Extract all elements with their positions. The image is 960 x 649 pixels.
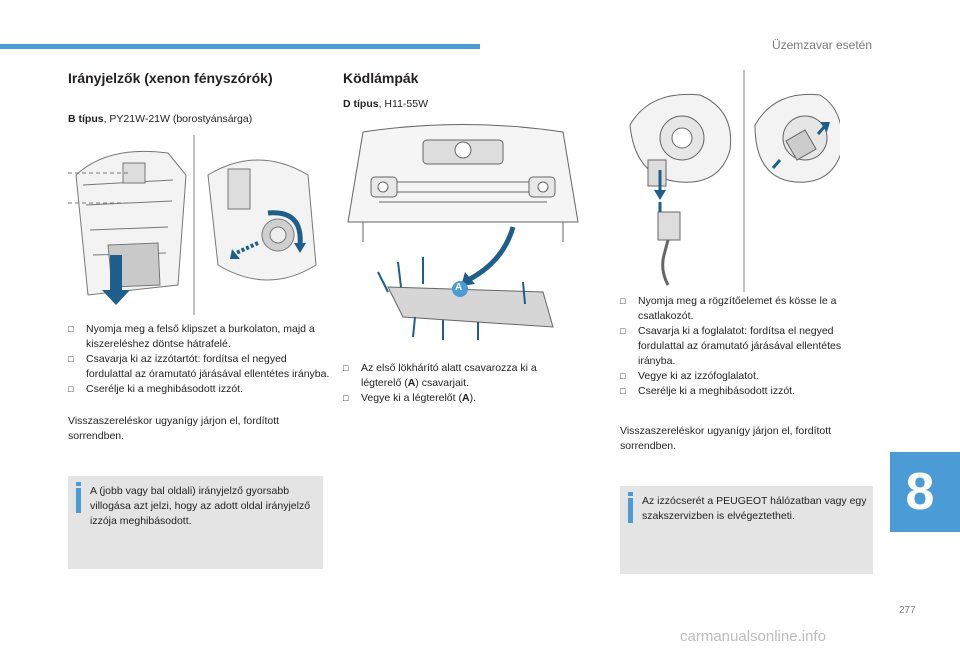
middle-subtitle-bulb: , H11-55W <box>378 98 428 110</box>
left-step: Cserélje ki a meghibásodott izzót. <box>68 382 330 397</box>
left-info-text: A (jobb vagy bal oldali) irányjelző gyor… <box>90 485 311 527</box>
chapter-tab: 8 <box>890 452 960 532</box>
middle-step1-end: ) csavarjait. <box>415 377 469 389</box>
left-steps: Nyomja meg a felső klipszet a burkolaton… <box>68 322 330 397</box>
header-accent-bar <box>0 44 480 49</box>
right-step: Nyomja meg a rögzítőelemet és kösse le a… <box>620 294 875 324</box>
info-icon-bar <box>76 488 81 513</box>
left-info-box: A (jobb vagy bal oldali) irányjelző gyor… <box>68 476 323 569</box>
middle-steps: Az első lökhárító alatt csavarozza ki a … <box>343 361 578 406</box>
left-heading: Irányjelzők (xenon fényszórók) <box>68 70 273 86</box>
middle-step: Vegye ki a légterelőt (A). <box>343 391 578 406</box>
middle-step2-text: Vegye ki a légterelőt ( <box>361 392 462 404</box>
info-icon <box>76 482 81 486</box>
page-number: 277 <box>899 605 916 616</box>
turn-signal-illustration <box>68 135 322 315</box>
right-step: Cserélje ki a meghibásodott izzót. <box>620 384 875 399</box>
right-step: Vegye ki az izzófoglalatot. <box>620 369 875 384</box>
section-title: Üzemzavar esetén <box>771 38 872 52</box>
middle-step: Az első lökhárító alatt csavarozza ki a … <box>343 361 578 391</box>
middle-step2-ref: A <box>461 392 470 404</box>
fog-lamp-deflector-illustration: A <box>343 122 583 342</box>
left-subtitle-bulb: , PY21W-21W (borostyánsárga) <box>103 113 253 125</box>
right-info-box: Az izzócserét a PEUGEOT hálózatban vagy … <box>620 486 873 574</box>
right-steps: Nyomja meg a rögzítőelemet és kösse le a… <box>620 294 875 399</box>
middle-subtitle: D típus, H11-55W <box>343 98 428 110</box>
fog-lamp-bulb-illustration <box>620 70 840 292</box>
right-step: Csavarja ki a foglalatot: fordítsa el ne… <box>620 324 875 369</box>
watermark: carmanualsonline.info <box>680 628 826 645</box>
left-subtitle: B típus, PY21W-21W (borostyánsárga) <box>68 113 252 125</box>
figure-label-a: A <box>455 282 463 293</box>
info-icon-bar <box>628 498 633 523</box>
left-step: Nyomja meg a felső klipszet a burkolaton… <box>68 322 330 352</box>
middle-step2-end: ). <box>469 392 476 404</box>
middle-subtitle-type: D típus <box>343 98 379 110</box>
middle-heading: Ködlámpák <box>343 70 419 86</box>
left-step: Csavarja ki az izzótartót: fordítsa el n… <box>68 352 330 382</box>
left-subtitle-type: B típus <box>68 113 104 125</box>
right-reassembly: Visszaszereléskor ugyanígy járjon el, fo… <box>620 425 832 452</box>
middle-step1-ref: A <box>407 377 416 389</box>
middle-step1-text: Az első lökhárító alatt csavarozza ki a … <box>361 362 537 389</box>
right-info-text: Az izzócserét a PEUGEOT hálózatban vagy … <box>642 495 867 522</box>
left-reassembly: Visszaszereléskor ugyanígy járjon el, fo… <box>68 415 280 442</box>
info-icon <box>628 492 633 496</box>
